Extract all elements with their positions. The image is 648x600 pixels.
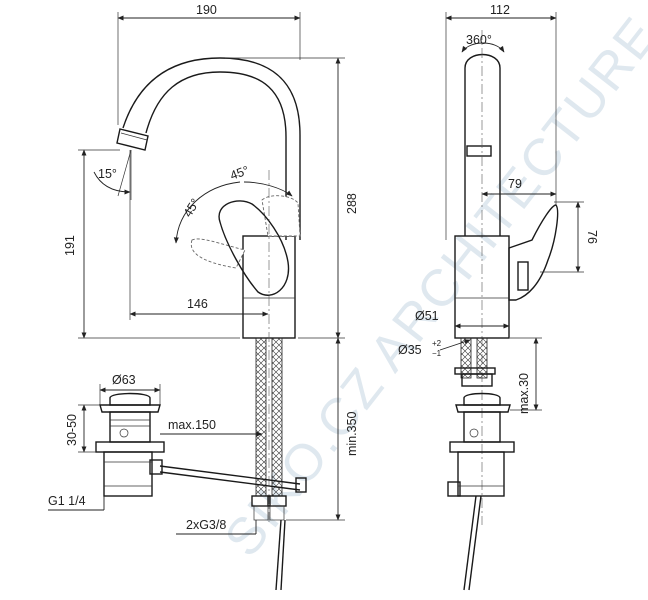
lever-ghost-right (261, 195, 301, 237)
dim-drain-range-label: 30-50 (65, 414, 79, 446)
hose-right (271, 337, 283, 497)
side-waste (447, 392, 515, 497)
side-lever (508, 204, 559, 301)
lever-ghost-left (190, 238, 246, 269)
dim-width-label: 190 (196, 3, 217, 17)
dim-drain-thread-label: G1 1/4 (48, 494, 86, 508)
dim-lever-offset-label: 79 (508, 177, 522, 191)
dim-tolerance-lower-label: −1 (432, 349, 442, 358)
side-view: 112 360° 79 76 Ø51 Ø35 +2 −1 max.30 (398, 3, 599, 591)
dim-outlet-height-label: 191 (63, 235, 77, 256)
dim-hose-length-label: min.350 (345, 411, 359, 456)
dim-depth-label: 112 (490, 3, 510, 17)
dim-hole-diameter-label: Ø35 (398, 343, 422, 357)
dim-drain-diameter-label: Ø63 (112, 373, 136, 387)
spout-inner (145, 71, 287, 240)
dim-tolerance-upper-label: +2 (432, 339, 442, 348)
spout-outer (122, 57, 301, 240)
aerator (116, 128, 149, 151)
dim-outlet-angle-label: 15° (98, 167, 117, 181)
dim-reach-label: 146 (187, 297, 208, 311)
dim-body-diameter-label: Ø51 (415, 309, 439, 323)
dim-connections-label: 2xG3/8 (186, 518, 226, 532)
lever (218, 200, 290, 296)
side-spout (464, 53, 501, 236)
front-view: 190 288 191 146 15° 45° 45° min.350 max.… (48, 3, 359, 591)
pop-up-waste (95, 392, 165, 497)
dim-height-label: 288 (345, 193, 359, 214)
hose-left (255, 337, 267, 497)
dim-lever-angle-right-label: 45° (228, 163, 251, 183)
dim-rotation-label: 360° (466, 33, 492, 47)
dim-lever-height-label: 76 (585, 230, 599, 244)
side-aerator (466, 145, 492, 157)
dim-deck-max-label: max.30 (517, 373, 531, 414)
dim-pipe-max-label: max.150 (168, 418, 216, 432)
